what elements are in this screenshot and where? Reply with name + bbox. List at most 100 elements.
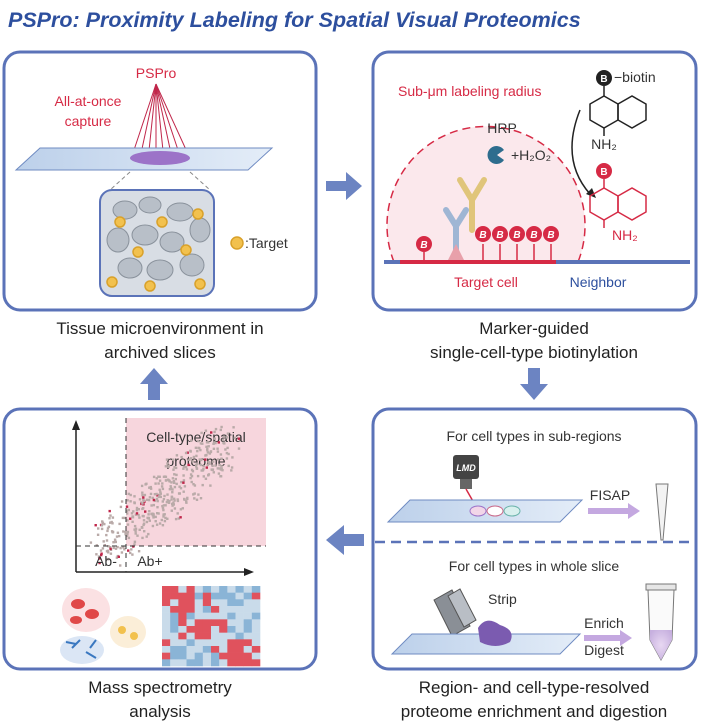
heatmap-cell	[243, 639, 253, 647]
heatmap-cell	[186, 606, 195, 613]
scatter-point	[167, 501, 171, 504]
heatmap-cell	[178, 632, 187, 640]
scatter-point	[207, 441, 210, 444]
scatter-point	[201, 483, 204, 487]
arrow-panel1-to-panel2	[326, 172, 362, 200]
scatter-point	[221, 438, 225, 442]
scatter-point	[126, 512, 129, 515]
heatmap-cell	[243, 659, 253, 667]
scatter-point	[172, 501, 175, 504]
fisap-label: FISAP	[590, 487, 630, 503]
scatter-point	[105, 533, 108, 537]
panel4-caption-line2: analysis	[129, 702, 190, 721]
scatter-point	[220, 457, 223, 460]
scatter-point	[112, 546, 115, 550]
scatter-point	[94, 524, 97, 527]
scatter-point	[184, 451, 188, 455]
scatter-point	[114, 547, 118, 550]
scatter-point	[189, 457, 193, 460]
scatter-point	[137, 513, 140, 517]
heatmap-cell	[202, 646, 212, 653]
hrp-label: HRP	[487, 120, 517, 136]
heatmap-cell	[178, 612, 187, 620]
scatter-point	[158, 488, 161, 491]
scatter-point	[196, 462, 199, 466]
scatter-point	[193, 484, 197, 487]
scatter-point	[145, 482, 148, 485]
scatter-point	[207, 473, 211, 476]
scatter-point	[168, 499, 171, 503]
nh2-top-label: NH₂	[591, 136, 617, 152]
heatmap-cell	[170, 586, 179, 593]
scatter-point	[142, 496, 145, 499]
heatmap-cell	[235, 639, 244, 647]
scatter-point	[147, 513, 150, 516]
scatter-point	[216, 450, 220, 453]
scatter-point	[195, 467, 198, 470]
scatter-point	[173, 507, 177, 510]
scatter-point	[212, 442, 215, 445]
heatmap-cell	[235, 646, 244, 653]
scatter-point	[213, 430, 216, 434]
scatter-point	[150, 504, 153, 507]
scatter-point	[135, 508, 139, 512]
heatmap-cell	[170, 639, 179, 647]
scatter-point	[222, 441, 225, 445]
scatter-point	[133, 524, 137, 528]
heatmap-cell	[243, 652, 253, 660]
scatter-point	[161, 524, 165, 527]
scatter-point	[115, 556, 119, 559]
scatter-point	[232, 426, 235, 429]
scatter-point	[143, 493, 147, 497]
scatter-point	[181, 507, 184, 510]
scatter-point	[125, 534, 129, 537]
heatmap-cell	[219, 652, 228, 660]
scatter-point	[212, 460, 215, 463]
scatter-point	[231, 456, 234, 459]
scatter-point	[141, 536, 144, 540]
scatter-point	[202, 475, 205, 478]
scatter-point	[115, 535, 119, 538]
scatter-point	[165, 458, 169, 461]
scatter-point	[177, 492, 181, 495]
scatter-point	[190, 475, 194, 478]
scatter-point	[166, 517, 169, 520]
heatmap-cell	[211, 586, 220, 593]
scatter-point	[134, 530, 137, 533]
heatmap-cell	[186, 599, 195, 607]
scatter-point	[163, 519, 167, 523]
biotin-badge-letter: B	[547, 230, 554, 241]
scatter-point	[141, 502, 144, 505]
heatmap-cell	[162, 626, 171, 633]
scatter-point	[131, 515, 134, 518]
heatmap-cell	[227, 612, 236, 620]
scatter-point	[126, 519, 129, 522]
scatter-point	[156, 494, 159, 497]
heatmap-cell	[178, 639, 187, 647]
scatter-point	[174, 477, 177, 481]
scatter-point	[100, 552, 103, 555]
arrow-panel3-to-panel4	[326, 525, 364, 555]
heatmap-cell	[235, 592, 244, 600]
proteome-highlight	[126, 418, 266, 546]
scatter-point	[119, 546, 122, 550]
heatmap-cell	[162, 619, 171, 627]
arrow-panel4-to-panel1	[140, 368, 168, 400]
heatmap-cell	[202, 592, 212, 600]
heatmap-cell	[194, 586, 204, 593]
heatmap-cell	[202, 652, 212, 660]
scatter-point	[125, 509, 129, 513]
scatter-point	[151, 524, 155, 528]
scatter-point	[138, 528, 141, 531]
neighbor-label: Neighbor	[570, 274, 627, 290]
heatmap-cell	[170, 619, 179, 627]
scatter-point	[183, 497, 186, 501]
digest-label: Digest	[584, 642, 624, 658]
heatmap-cell	[219, 586, 228, 593]
heatmap-cell	[186, 612, 195, 620]
zoom-line-right	[189, 171, 211, 191]
scatter-point	[193, 497, 196, 500]
heatmap-cell	[194, 612, 204, 620]
scatter-point	[214, 441, 217, 445]
scatter-point	[157, 495, 161, 498]
